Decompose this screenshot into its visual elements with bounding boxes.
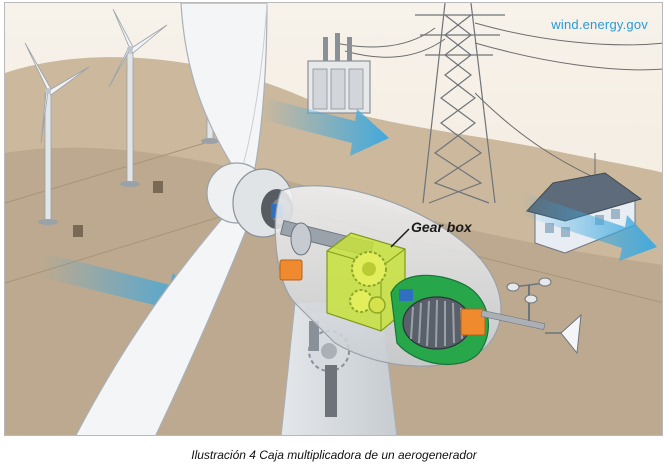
callout-pointer — [390, 228, 410, 248]
source-credit: wind.energy.gov — [551, 17, 648, 32]
turbine-icon — [108, 8, 168, 193]
wind-vane-icon — [545, 313, 582, 355]
rotor-blades — [75, 3, 268, 435]
pylon-icon — [415, 3, 505, 204]
generator-icon — [390, 274, 490, 365]
controller-icon — [460, 308, 486, 336]
rear-shaft — [480, 310, 546, 330]
anemometer-icon — [506, 277, 552, 321]
wind-turbine-illustration — [5, 3, 662, 435]
turbine-icon — [24, 42, 90, 237]
brake-icon — [279, 259, 303, 281]
illustration-frame: wind.energy.gov Gear box — [4, 2, 663, 436]
figure-caption: Ilustración 4 Caja multiplicadora de un … — [191, 448, 477, 462]
gearbox-icon — [326, 232, 406, 332]
main-bearing — [290, 222, 312, 256]
gearbox-callout-label: Gear box — [411, 219, 472, 235]
transformer-icon — [307, 33, 371, 114]
